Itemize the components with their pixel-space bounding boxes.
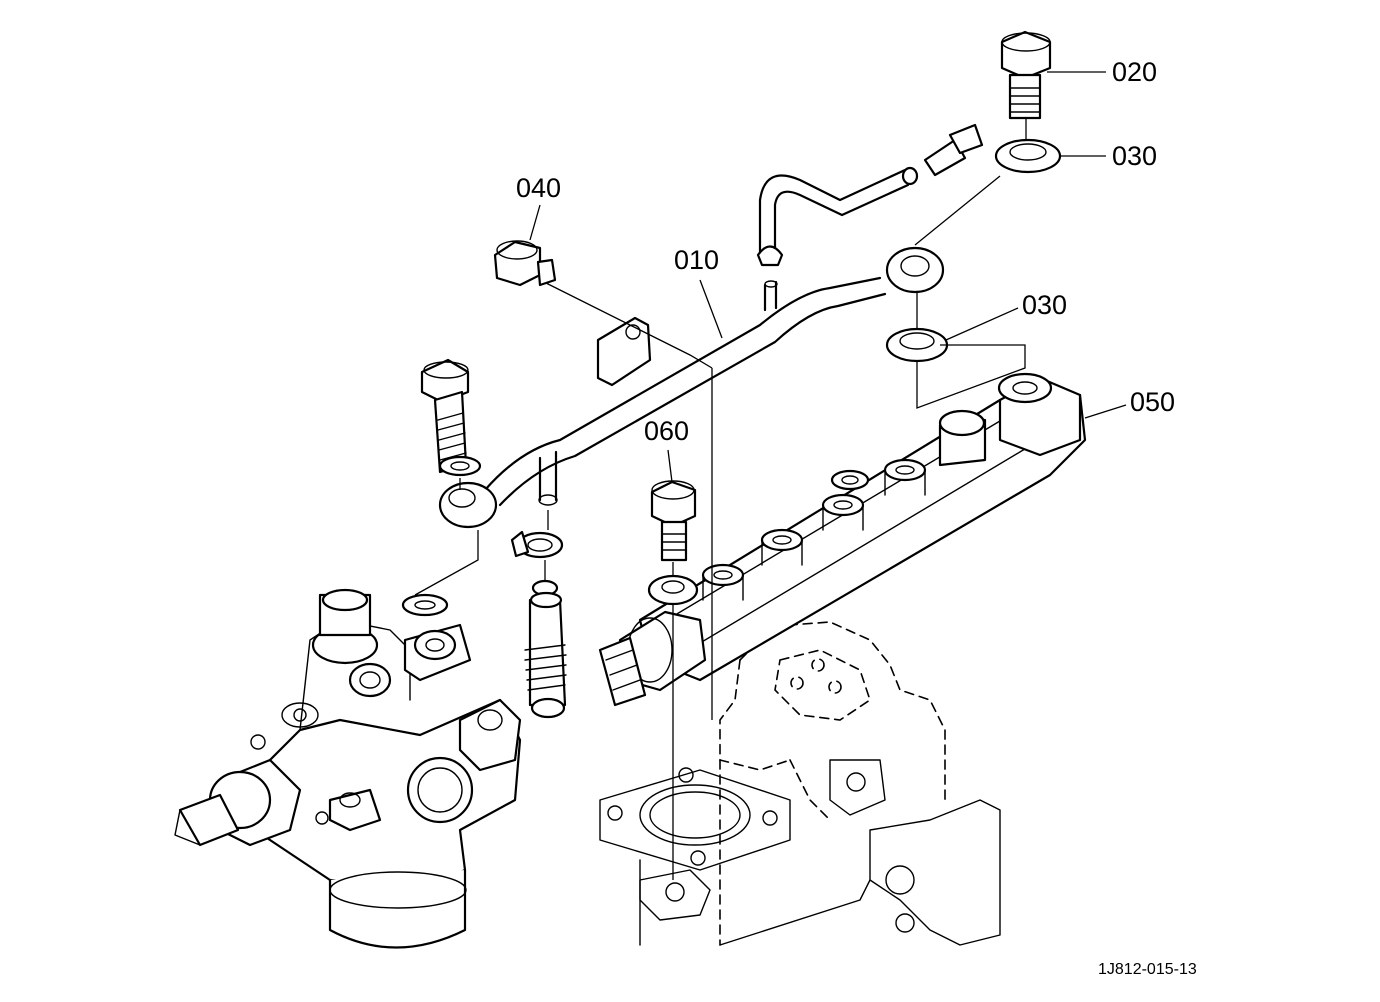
callout-030-upper: 030 [1112, 141, 1157, 171]
callout-020: 020 [1112, 57, 1157, 87]
supply-pump [174, 588, 522, 949]
pump-hollow-bolt [401, 358, 482, 617]
washer-030-lower [885, 327, 949, 363]
bolt-060 [650, 480, 697, 562]
common-rail-050 [598, 372, 1087, 707]
washer-030-upper [994, 138, 1062, 174]
rail-outlet-ports [701, 458, 927, 601]
callout-010: 010 [674, 245, 719, 275]
callout-040: 040 [516, 173, 561, 203]
leak-off-pipe [438, 123, 984, 529]
callout-050: 050 [1130, 387, 1175, 417]
callout-060: 060 [644, 416, 689, 446]
leader-lines [529, 71, 1127, 483]
hollow-bolt-020 [1000, 30, 1052, 120]
callout-labels: 020 030 040 010 030 050 060 [516, 57, 1175, 446]
drawing-reference-code: 1J812-015-13 [1098, 961, 1197, 978]
alignment-lines [414, 118, 1027, 880]
bolt-040 [493, 240, 557, 287]
rail-pressure-sensor [598, 610, 707, 707]
callout-030-lower: 030 [1022, 290, 1067, 320]
return-hose [510, 530, 567, 719]
washer-060 [647, 574, 699, 606]
